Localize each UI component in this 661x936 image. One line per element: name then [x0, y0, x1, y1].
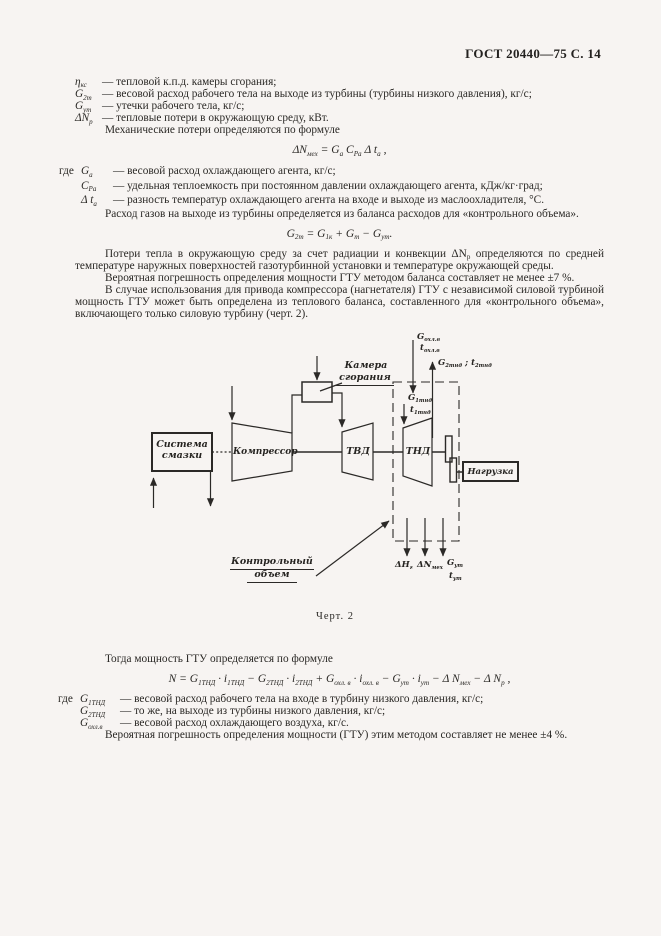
leak-temp-arrow-label: tут: [449, 571, 462, 582]
page-body-bottom: Тогда мощность ГТУ определяется по форму…: [58, 653, 604, 742]
symbol-gohlv: Gохл.в: [80, 717, 103, 731]
definition-line: Gут — утечки рабочего тела, кг/с;: [75, 100, 604, 114]
where-prefix-empty: [59, 193, 81, 207]
leak-flow-arrow-label: Gут: [447, 558, 463, 569]
symbol-dnr: ΔNр: [75, 112, 93, 126]
scheme-drawing: [149, 340, 519, 577]
symbol-gut: Gут: [75, 100, 92, 114]
lp-turbine-label: ТНД: [405, 446, 431, 457]
definition-text: — то же, на выходе из турбины низкого да…: [120, 705, 386, 718]
cooling-air-flow-label: Gохл.в: [417, 332, 441, 343]
combustion-chamber-label-2: сгорания: [336, 372, 394, 386]
paragraph-heat-loss: Потери тепла в окружающую среду за счет …: [75, 247, 604, 272]
compressor-label: Компрессор: [233, 447, 298, 457]
heat-loss-arrow-label: ΔНг: [395, 560, 413, 571]
power-formula-intro: Тогда мощность ГТУ определяется по форму…: [105, 653, 333, 665]
paragraph-accuracy-4: Вероятная погрешность определения мощнос…: [105, 729, 568, 742]
lp-inlet-temp-label: t1тнд: [410, 405, 431, 416]
where-prefix: где: [59, 165, 74, 178]
definition-text: — утечки рабочего тела, кг/с;: [102, 100, 245, 113]
definition-line: G2т — весовой расход рабочего тела на вы…: [75, 88, 604, 102]
symbol-g1tnd: G1ТНД: [80, 693, 106, 707]
load-label: Нагрузка: [467, 467, 514, 477]
where-line: Gохл.в — весовой расход охлаждающего воз…: [58, 717, 604, 731]
definition-text: — тепловой к.п.д. камеры сгорания;: [102, 76, 277, 88]
control-volume-label-1: Контрольный: [230, 556, 314, 570]
where-prefix-empty: [58, 717, 80, 729]
where-line: G2ТНД — то же, на выходе из турбины низк…: [58, 705, 604, 719]
where-line: Δ tа — разность температур охлаждающего …: [59, 193, 604, 207]
symbol-eta-ks: ηкс: [75, 76, 87, 90]
mech-losses-intro: Механические потери определяются по форм…: [105, 124, 340, 137]
combustion-chamber-label-1: Камера: [344, 360, 388, 371]
document-header: ГОСТ 20440—75 С. 14: [465, 46, 601, 61]
where-prefix-empty: [59, 179, 81, 193]
cooling-air-temp-label: tохл.в: [420, 343, 440, 354]
oil-system-label: Система смазки: [156, 439, 208, 461]
where-line: где G1ТНД — весовой расход рабочего тела…: [58, 693, 604, 707]
formula-power: N = G1ТНД · i1ТНД − G2ТНД · i2ТНД + Gохл…: [168, 673, 511, 687]
lp-outlet-label: G2тнд ; t2тнд: [438, 358, 492, 369]
paragraph-accuracy-7: Вероятная погрешность определения мощнос…: [105, 271, 575, 284]
formula-mech-losses: ΔNмех = Gа CPа Δ tа ,: [292, 144, 387, 158]
definition-text: — весовой расход рабочего тела на выходе…: [102, 88, 532, 101]
where-list: где G1ТНД — весовой расход рабочего тела…: [58, 693, 604, 731]
paragraph-free-turbine: В случае использования для привода компр…: [75, 284, 604, 321]
symbol-g2t: G2т: [75, 88, 92, 102]
definition-text: — разность температур охлаждающего агент…: [113, 194, 545, 207]
definition-text: — весовой расход рабочего тела на входе …: [120, 693, 484, 706]
definition-text: — тепловые потери в окружающую среду, кВ…: [102, 112, 329, 125]
figure-caption: Черт. 2: [316, 611, 354, 622]
symbol-ga: Gа: [81, 165, 93, 179]
where-line: где Gа — весовой расход охлаждающего аге…: [59, 164, 604, 178]
definition-text: — удельная теплоемкость при постоянном д…: [113, 179, 543, 192]
definition-text: — весовой расход охлаждающего воздуха, к…: [120, 717, 349, 730]
definition-line: ΔNр — тепловые потери в окружающую среду…: [75, 112, 604, 126]
symbol-cpa: CPа: [81, 179, 97, 194]
page-body-top: ηкс — тепловой к.п.д. камеры сгорания; G…: [59, 76, 604, 321]
symbol-g2tnd: G2ТНД: [80, 705, 106, 719]
where-list: где Gа — весовой расход охлаждающего аге…: [59, 164, 604, 207]
where-line: CPа — удельная теплоемкость при постоянн…: [59, 179, 604, 193]
definition-line: ηкс — тепловой к.п.д. камеры сгорания;: [75, 76, 604, 90]
gas-flow-intro: Расход газов на выходе из турбины опреде…: [105, 207, 579, 220]
hp-turbine-label: ТВД: [346, 446, 370, 457]
gas-turbine-scheme: Система смазки Компрессор Камера сгорани…: [130, 330, 540, 636]
definition-text: — весовой расход охлаждающего агента, кг…: [113, 165, 336, 178]
formula-gas-balance: G2т = G1к + Gт − Gут.: [286, 227, 393, 242]
where-prefix: где: [58, 693, 73, 706]
where-prefix-empty: [58, 705, 80, 717]
mech-loss-arrow-label: ΔNмех: [417, 560, 443, 571]
lp-inlet-flow-label: G1тнд: [408, 393, 433, 404]
symbol-dta: Δ tа: [81, 194, 97, 208]
control-volume-label-2: объем: [247, 569, 297, 583]
